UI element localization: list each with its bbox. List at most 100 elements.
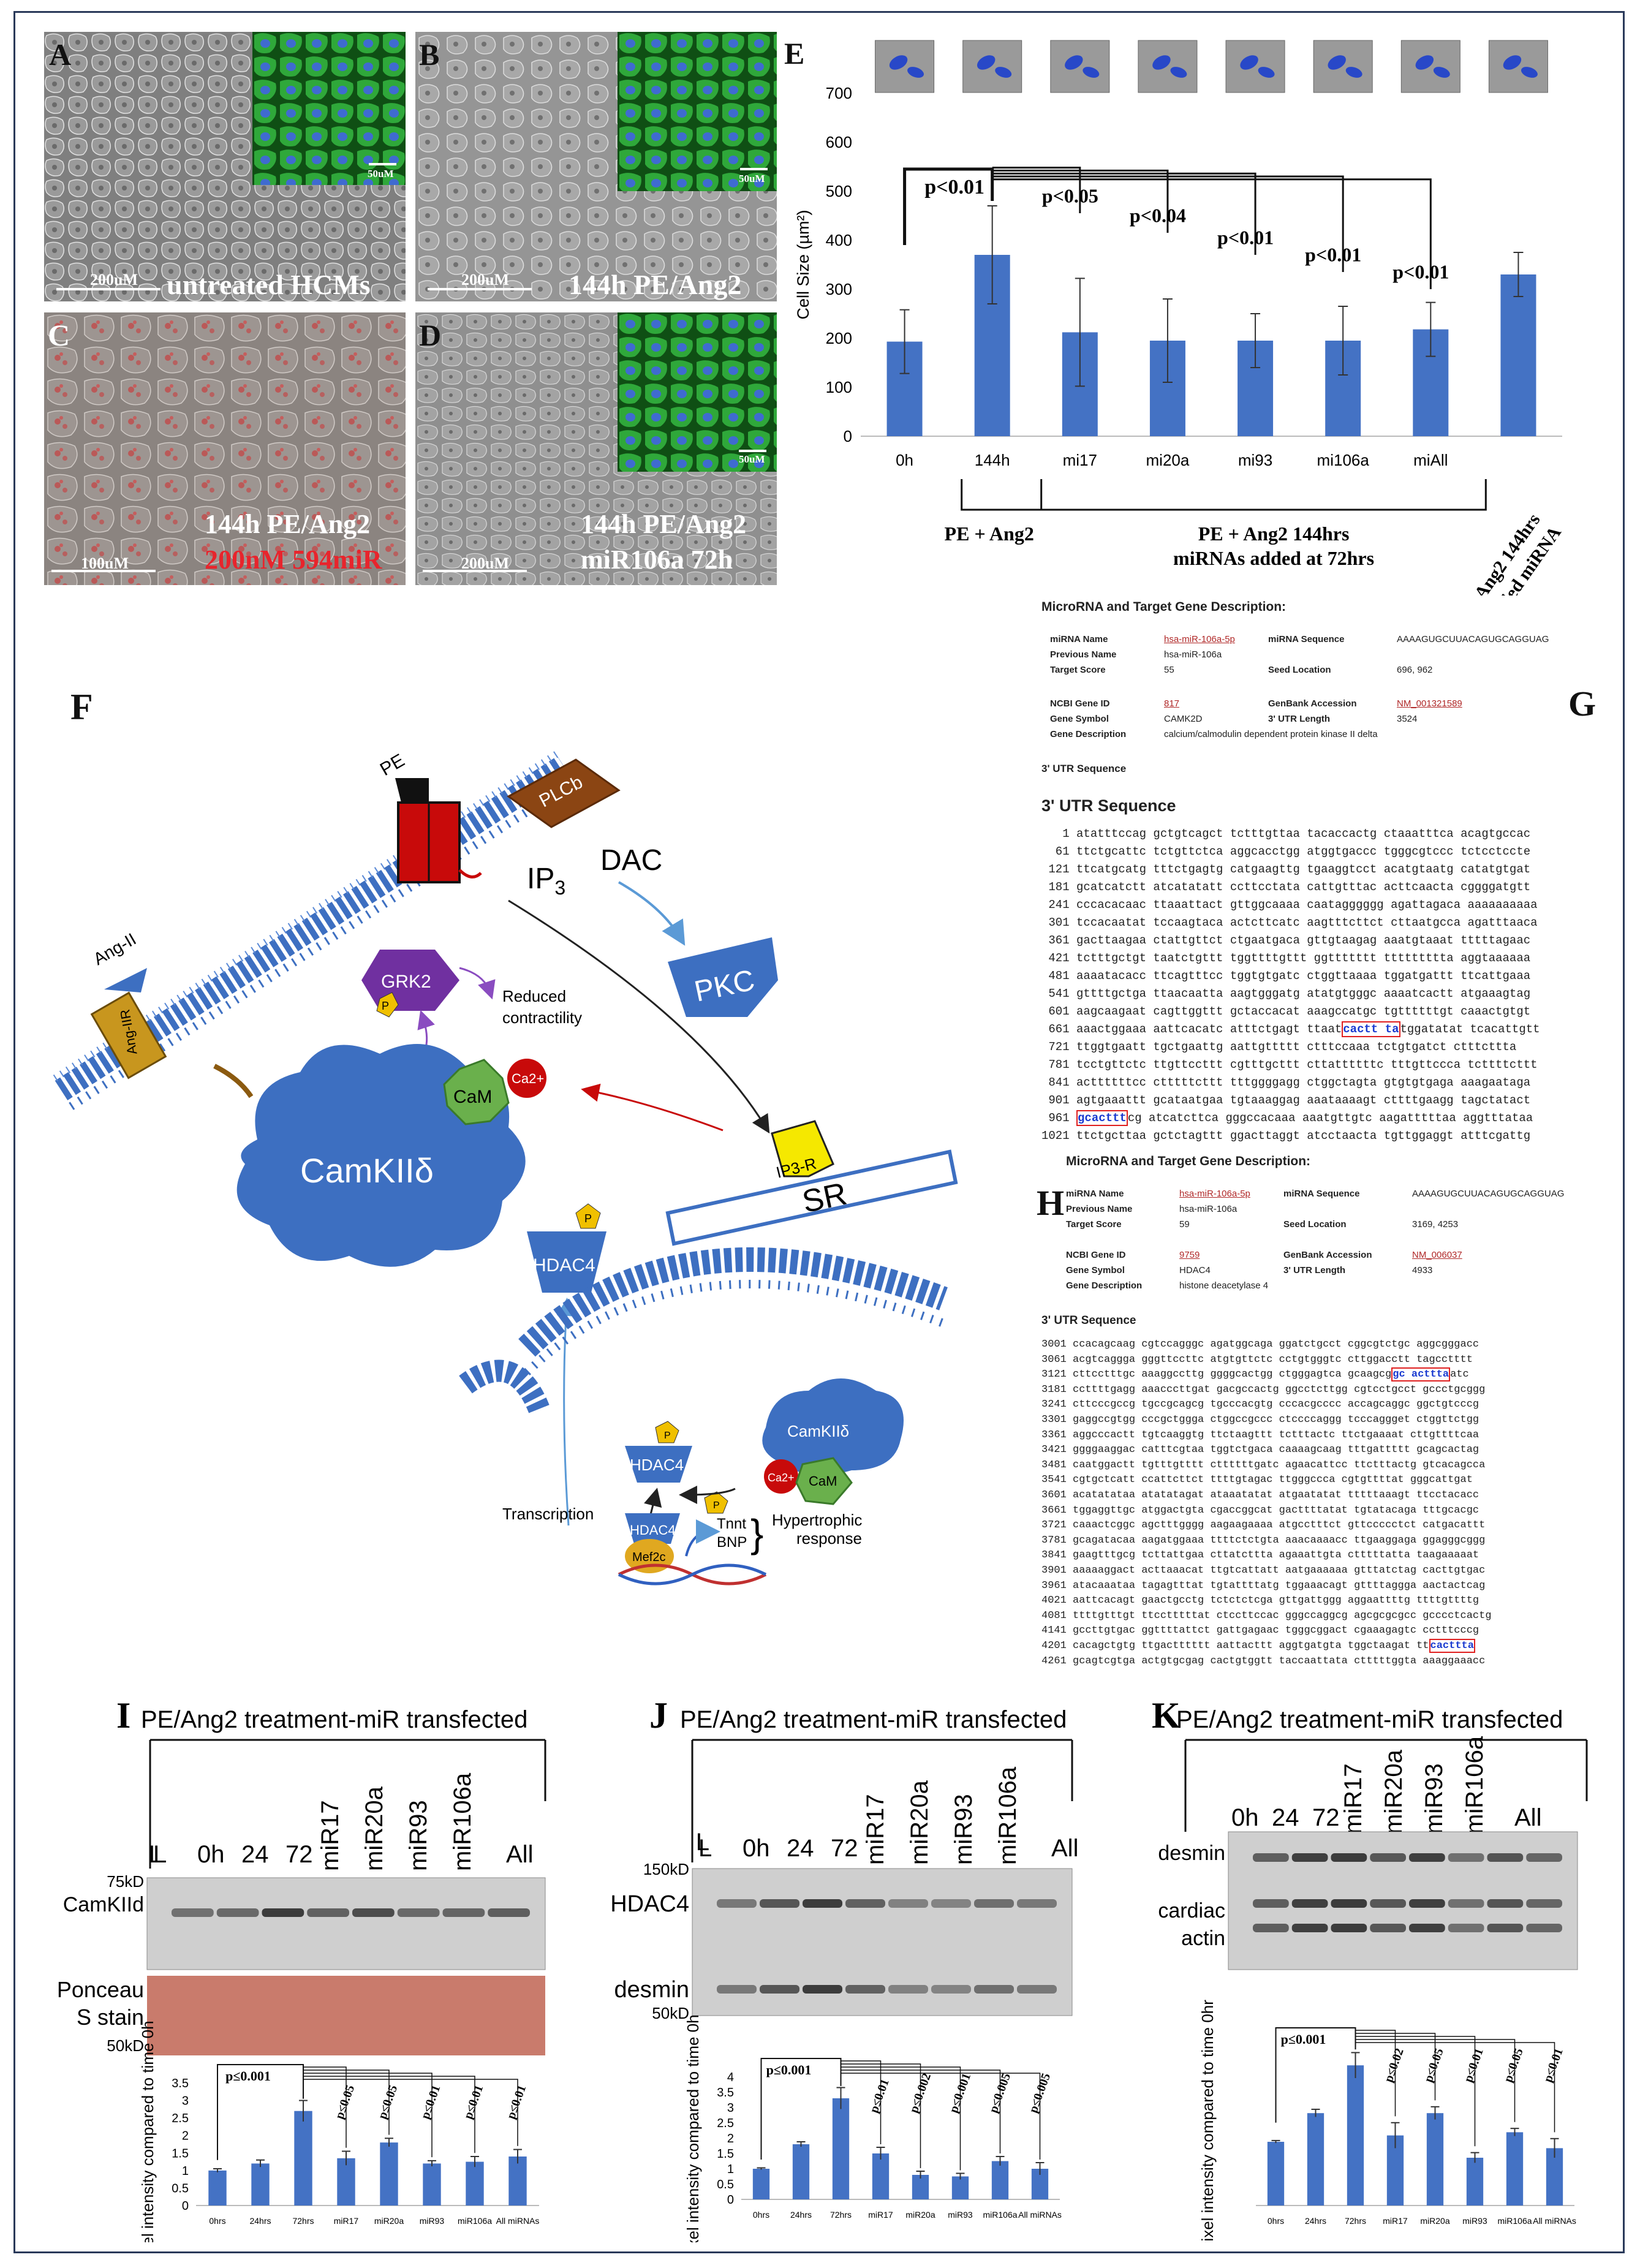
- blot-band: [803, 1985, 842, 1994]
- cell-thumbnail: [1138, 40, 1198, 93]
- lane-label: miR20a: [1380, 1749, 1407, 1834]
- band-label: Ponceau: [57, 1977, 144, 2002]
- lane-label: All: [1514, 1804, 1541, 1831]
- hdac4-bottom: HDAC4 P P: [625, 1421, 728, 1514]
- g-gene-id-label: NCBI Gene ID: [1050, 698, 1110, 709]
- y-tick-label: 700: [826, 84, 852, 102]
- seed-match-highlight: gc acttta: [1391, 1367, 1451, 1382]
- sig-bracket: [217, 2064, 304, 2160]
- blot-band: [1448, 1853, 1484, 1862]
- utr-seq-row: 361 gacttaagaa ctattgttct ctgaatgaca gtt…: [1041, 934, 1531, 947]
- h-symbol: HDAC4: [1179, 1265, 1211, 1276]
- y-axis-label: Pixel intensity compared to time 0h: [138, 2020, 157, 2242]
- g-mirna-name[interactable]: hsa-miR-106a-5p: [1164, 634, 1235, 644]
- x-tick-label: 24hrs: [249, 2216, 271, 2226]
- hdac4-label: HDAC4: [533, 1255, 595, 1276]
- cell-thumbnail: [875, 40, 935, 93]
- ip3r: IP3-R: [771, 1120, 834, 1182]
- grk2-p: P: [382, 1000, 389, 1012]
- y-tick-label: 0.5: [172, 2182, 189, 2195]
- sig-label: p≤0.05: [1422, 2047, 1446, 2084]
- bar: [872, 2153, 890, 2199]
- sig-bracket: [841, 2070, 1001, 2153]
- g-seed-label: Seed Location: [1268, 665, 1331, 675]
- y-tick-label: 1: [182, 2164, 189, 2178]
- bar: [991, 2161, 1009, 2199]
- x-tick-label: miR106a: [458, 2216, 492, 2226]
- y-tick-label: 300: [826, 280, 852, 298]
- x-tick-label: miAll: [1413, 451, 1448, 469]
- h-seed-label: Seed Location: [1283, 1219, 1347, 1230]
- sig-bracket: [1355, 2030, 1396, 2117]
- utr-seq-row: 4021 aattcacagt gaactgcctg tctctctcga gt…: [1041, 1595, 1479, 1607]
- pe-label: PE: [377, 750, 408, 780]
- blot-band: [397, 1908, 440, 1917]
- lane-label: 0h: [197, 1841, 225, 1868]
- cell-thumbnail: [1050, 40, 1110, 93]
- cell-outline: [977, 55, 996, 70]
- g-gene-id[interactable]: 817: [1164, 698, 1180, 709]
- dna-helix: [618, 1563, 767, 1586]
- g-seed: 696, 962: [1397, 665, 1433, 675]
- utr-seq-row: 601 aagcaagaat cagttggttt gctaccacat aaa…: [1041, 1005, 1531, 1018]
- y-tick-label: 0: [727, 2193, 734, 2207]
- g-genbank[interactable]: NM_001321589: [1397, 698, 1462, 709]
- cell-outline: [1521, 67, 1538, 78]
- g-prev: hsa-miR-106a: [1164, 649, 1222, 660]
- x-tick-label: 72hrs: [830, 2210, 852, 2220]
- x-tick-label: miR93: [948, 2210, 973, 2220]
- panel-b-inset-scalebar: [740, 168, 768, 170]
- h-desc-label: Gene Description: [1066, 1280, 1143, 1291]
- h-mirna-seq-label: miRNA Sequence: [1283, 1189, 1360, 1199]
- utr-seq-row: 781 tcctgttctc ttgttccttt cgtttgcttt ctt…: [1041, 1058, 1538, 1072]
- h-utr-len-label: 3' UTR Length: [1283, 1265, 1346, 1276]
- sig-label: p≤0.005: [1027, 2071, 1054, 2115]
- blot-band: [1487, 1924, 1524, 1932]
- blot-band: [803, 1899, 842, 1908]
- y-tick-label: 0.5: [717, 2178, 734, 2191]
- h-genbank[interactable]: NM_006037: [1412, 1250, 1462, 1260]
- band-label: L: [696, 1829, 709, 1856]
- x-tick-label: mi17: [1063, 451, 1097, 469]
- cell-outline: [1065, 55, 1083, 70]
- x-tick-label: All miRNAs: [1018, 2210, 1062, 2220]
- blot-title: PE/Ang2 treatment-miR transfected: [680, 1706, 1067, 1733]
- y-tick-label: 200: [826, 329, 852, 347]
- x-tick-label: mi20a: [1146, 451, 1190, 469]
- nuclear-membrane: [459, 1247, 948, 1414]
- blot-band: [760, 1985, 799, 1994]
- blot-band: [1448, 1899, 1484, 1908]
- group-label: PE + Ang2 144hrs: [1198, 523, 1350, 545]
- utr-seq-row: 241 cccacacaac ttaaattact gttggcaaaa caa…: [1041, 898, 1538, 912]
- h-gene-id[interactable]: 9759: [1179, 1250, 1200, 1260]
- panel-letter: K: [1152, 1695, 1181, 1736]
- y-tick-label: 2: [727, 2132, 734, 2145]
- panel-c-scale-label: 100uM: [81, 554, 129, 572]
- tnnt-label: Tnnt: [717, 1516, 746, 1532]
- panel-b-scale-label: 200uM: [461, 271, 509, 289]
- panel-d-fluor-inset: 50uM: [618, 312, 777, 472]
- utr-seq-row: 4201 cacagctgtg ttgactttttt aattacttt ag…: [1041, 1639, 1475, 1653]
- g-score: 55: [1164, 665, 1174, 675]
- x-tick-label: 0hrs: [209, 2216, 225, 2226]
- utr-seq-row: 3721 caaactcggc agctttgggg aagaagaaaa at…: [1041, 1519, 1486, 1532]
- y-axis-label: Pixel intensity compared to time 0hr: [1198, 2000, 1217, 2242]
- band-label: desmin: [1158, 1842, 1225, 1865]
- panel-d-scalebar: [423, 570, 527, 572]
- sig-bracket: [841, 2073, 1041, 2160]
- h-mirna-name[interactable]: hsa-miR-106a-5p: [1179, 1189, 1250, 1199]
- h-prev-label: Previous Name: [1066, 1204, 1133, 1214]
- sig-bracket: [303, 2079, 518, 2146]
- band-label: HDAC4: [610, 1891, 689, 1917]
- response-label: response: [796, 1529, 862, 1548]
- bar: [1307, 2113, 1324, 2206]
- sig-label: p≤0.001: [766, 2062, 812, 2077]
- x-tick-label: miR17: [868, 2210, 893, 2220]
- grk2: GRK2 P: [361, 950, 459, 1018]
- bar: [423, 2163, 441, 2206]
- bnp-label: BNP: [717, 1534, 747, 1551]
- x-tick-label: mi93: [1238, 451, 1272, 469]
- group-bracket: [1041, 479, 1487, 511]
